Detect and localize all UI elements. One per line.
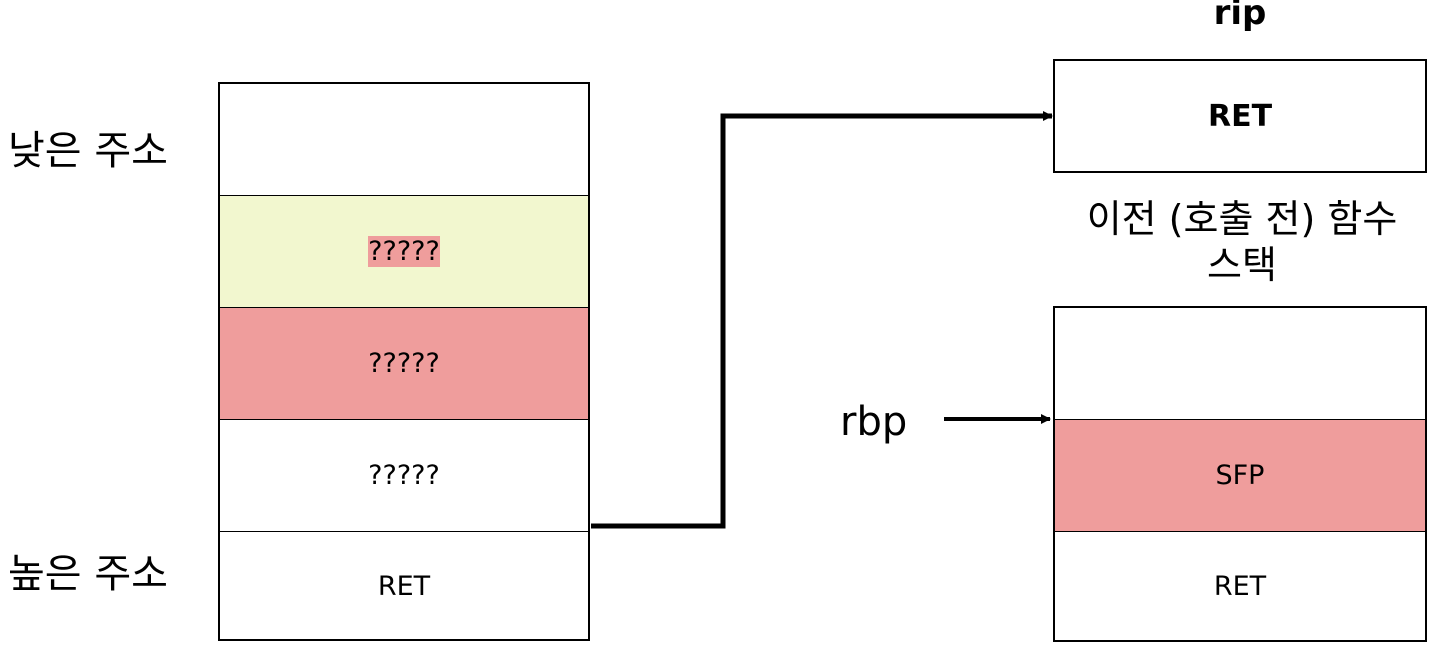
current-stack-cell-4: RET xyxy=(220,531,588,641)
low-address-label: 낮은 주소 xyxy=(8,128,168,174)
previous-stack-cell-2: RET xyxy=(1055,531,1425,640)
current-stack-cell-label: ????? xyxy=(368,460,440,491)
rip-title: rip xyxy=(1213,0,1267,33)
rip-register-value: RET xyxy=(1207,98,1273,134)
current-stack-cell-1: ????? xyxy=(220,195,588,307)
previous-stack: SFP RET xyxy=(1053,306,1427,642)
current-stack-cell-label: RET xyxy=(377,571,431,602)
previous-stack-cell-label: SFP xyxy=(1215,460,1265,491)
ret-to-rip-arrow xyxy=(591,111,1053,529)
current-stack-cell-label: ????? xyxy=(368,236,440,267)
rbp-label: rbp xyxy=(840,399,908,445)
current-stack-cell-0 xyxy=(220,84,588,195)
current-stack-cell-label: ????? xyxy=(368,348,440,379)
previous-stack-caption-line2: 스택 xyxy=(1207,243,1277,287)
previous-stack-cell-label: RET xyxy=(1213,570,1267,602)
high-address-label: 높은 주소 xyxy=(8,551,168,597)
previous-stack-cell-1: SFP xyxy=(1055,419,1425,531)
current-stack-cell-3: ????? xyxy=(220,419,588,531)
previous-stack-caption-line1: 이전 (호출 전) 함수 xyxy=(1086,197,1398,241)
previous-stack-caption: 이전 (호출 전) 함수 스택 xyxy=(1050,196,1434,288)
rip-register-box: RET xyxy=(1053,59,1427,173)
previous-stack-cell-0 xyxy=(1055,308,1425,419)
current-stack: ????? ????? ????? RET xyxy=(218,82,590,641)
current-stack-cell-2: ????? xyxy=(220,307,588,419)
